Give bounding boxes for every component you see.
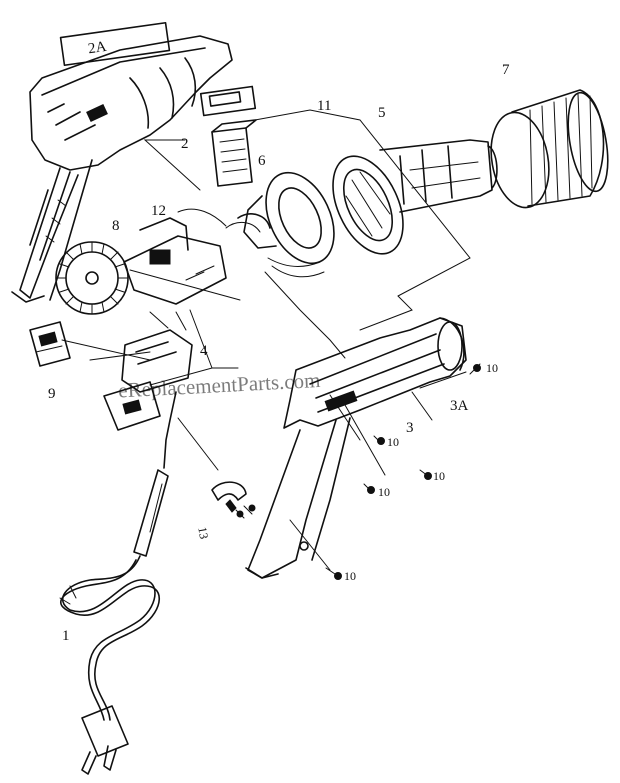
label-part-10-a: 10	[486, 361, 498, 375]
label-part-3a: 3A	[450, 398, 469, 414]
heater-tube-5	[332, 139, 498, 255]
fan-blade-8	[55, 241, 129, 315]
label-part-4: 4	[200, 343, 208, 359]
label-part-10-b: 10	[387, 435, 399, 449]
power-cord-1	[59, 391, 177, 775]
screws-10	[325, 363, 481, 580]
label-part-8: 8	[112, 218, 120, 234]
label-part-6: 6	[258, 153, 266, 169]
switch-assembly-4	[103, 311, 193, 431]
heating-element-11	[211, 119, 257, 187]
housing-half-3a	[245, 317, 467, 579]
label-part-10-c: 10	[433, 469, 445, 483]
label-part-2: 2	[181, 136, 189, 152]
cord-clamp-13	[211, 481, 256, 519]
label-part-5: 5	[378, 105, 386, 121]
motor-bracket-12	[123, 208, 227, 305]
label-part-2a: 2A	[87, 39, 108, 57]
label-part-10-e: 10	[344, 569, 356, 583]
leader-lines	[61, 109, 471, 571]
label-part-12: 12	[151, 203, 166, 219]
label-part-7: 7	[502, 62, 510, 78]
callout-labels: 2A 2 11 5 7 6 12 8 9 4 3A 3 10 10 10 10 …	[48, 39, 510, 644]
nozzle-7	[490, 89, 609, 209]
housing-half-2a	[11, 21, 257, 303]
fan-impeller-6	[225, 171, 335, 278]
label-part-3: 3	[406, 420, 414, 436]
label-part-13: 13	[195, 526, 211, 540]
switch-9	[29, 321, 71, 367]
label-part-10-d: 10	[378, 485, 390, 499]
label-part-9: 9	[48, 386, 56, 402]
label-part-11: 11	[317, 98, 331, 114]
label-part-1: 1	[62, 628, 70, 644]
